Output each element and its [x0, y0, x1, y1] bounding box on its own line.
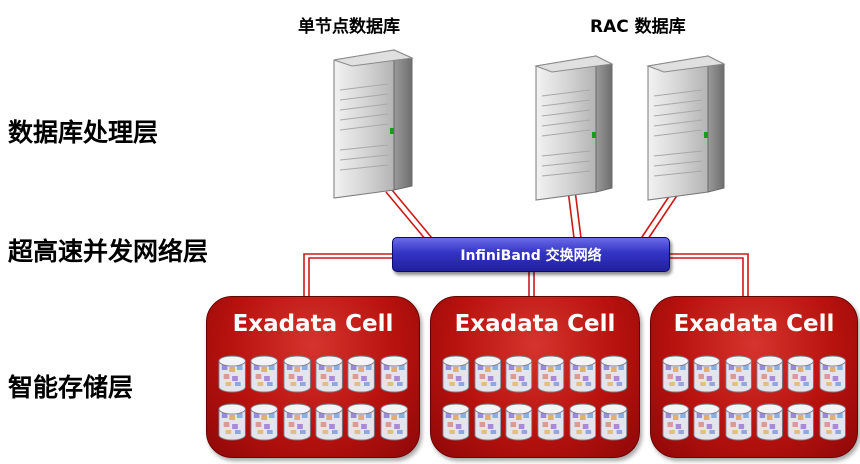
- rac-db-label: RAC 数据库: [590, 17, 686, 37]
- disk-icon: [474, 403, 502, 441]
- disk-icon: [569, 403, 597, 441]
- disk-icon: [600, 403, 628, 441]
- server-icon: [646, 55, 726, 201]
- disk-icon: [537, 355, 565, 393]
- disk-grid: [442, 355, 628, 441]
- disk-icon: [756, 403, 783, 441]
- disk-icon: [442, 403, 470, 441]
- disk-icon: [347, 355, 376, 393]
- layer-label-storage: 智能存储层: [8, 373, 134, 402]
- cell-title: Exadata Cell: [673, 311, 835, 337]
- exadata-cell-1: Exadata Cell: [206, 296, 420, 458]
- server-icon: [333, 49, 414, 199]
- single-node-db-label: 单节点数据库: [298, 17, 400, 37]
- disk-icon: [380, 403, 408, 441]
- disk-icon: [693, 403, 721, 441]
- exadata-cell-2: Exadata Cell: [430, 296, 640, 458]
- layer-label-db-processing: 数据库处理层: [8, 118, 159, 147]
- disk-icon: [315, 355, 343, 393]
- disk-icon: [505, 355, 533, 393]
- disk-icon: [787, 403, 815, 441]
- disk-icon: [787, 355, 815, 393]
- disk-icon: [283, 355, 311, 393]
- exadata-cell-3: Exadata Cell: [650, 296, 858, 458]
- disk-icon: [725, 355, 752, 393]
- disk-icon: [442, 355, 470, 393]
- disk-icon: [600, 355, 628, 393]
- cell-title: Exadata Cell: [232, 311, 394, 337]
- infiniband-switch: InfiniBand 交换网络: [392, 237, 670, 272]
- disk-icon: [662, 355, 689, 393]
- disk-icon: [662, 403, 689, 441]
- server-links: [385, 189, 679, 243]
- disk-icon: [474, 355, 502, 393]
- disk-icon: [537, 403, 565, 441]
- cell-links: [303, 253, 749, 298]
- cell-title: Exadata Cell: [454, 311, 616, 337]
- layer-label-network: 超高速并发网络层: [8, 237, 209, 266]
- server-icon: [534, 55, 614, 201]
- disk-icon: [693, 355, 721, 393]
- disk-icon: [819, 403, 846, 441]
- disk-icon: [756, 355, 783, 393]
- disk-icon: [819, 355, 846, 393]
- disk-icon: [505, 403, 533, 441]
- disk-icon: [218, 403, 246, 441]
- disk-icon: [569, 355, 597, 393]
- disk-icon: [315, 403, 343, 441]
- disk-icon: [250, 403, 279, 441]
- disk-grid: [662, 355, 846, 441]
- disk-icon: [380, 355, 408, 393]
- disk-icon: [218, 355, 246, 393]
- switch-label: InfiniBand 交换网络: [460, 247, 602, 264]
- disk-icon: [283, 403, 311, 441]
- disk-icon: [347, 403, 376, 441]
- disk-grid: [218, 355, 408, 441]
- disk-icon: [250, 355, 279, 393]
- disk-icon: [725, 403, 752, 441]
